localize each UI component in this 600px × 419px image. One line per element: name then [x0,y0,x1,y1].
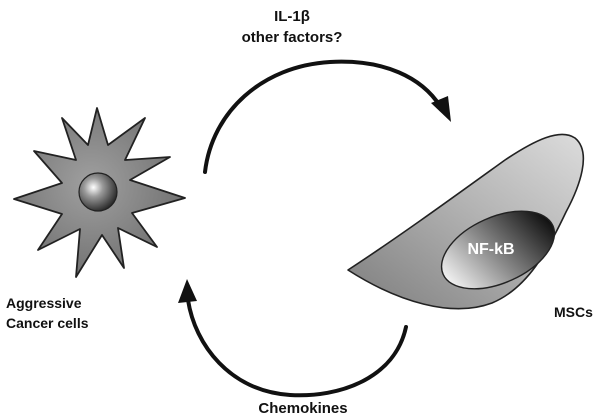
nucleus [440,210,556,290]
signal-label-line1: IL-1β [274,8,310,25]
chemokines-label: Chemokines [258,400,347,417]
mscs-label: MSCs [554,304,593,320]
signal-label-line2: other factors? [242,29,343,46]
curved-arrow-right-icon [203,59,451,174]
cancer-cells-label-line2: Cancer cells [6,315,89,331]
nfkb-label: NF-kB [467,241,514,258]
star-shaped-cell-icon [13,107,186,278]
cancer-cells-label-line1: Aggressive [6,295,82,311]
spindle-cell-icon [347,133,585,310]
curved-arrow-left-icon [178,279,408,398]
